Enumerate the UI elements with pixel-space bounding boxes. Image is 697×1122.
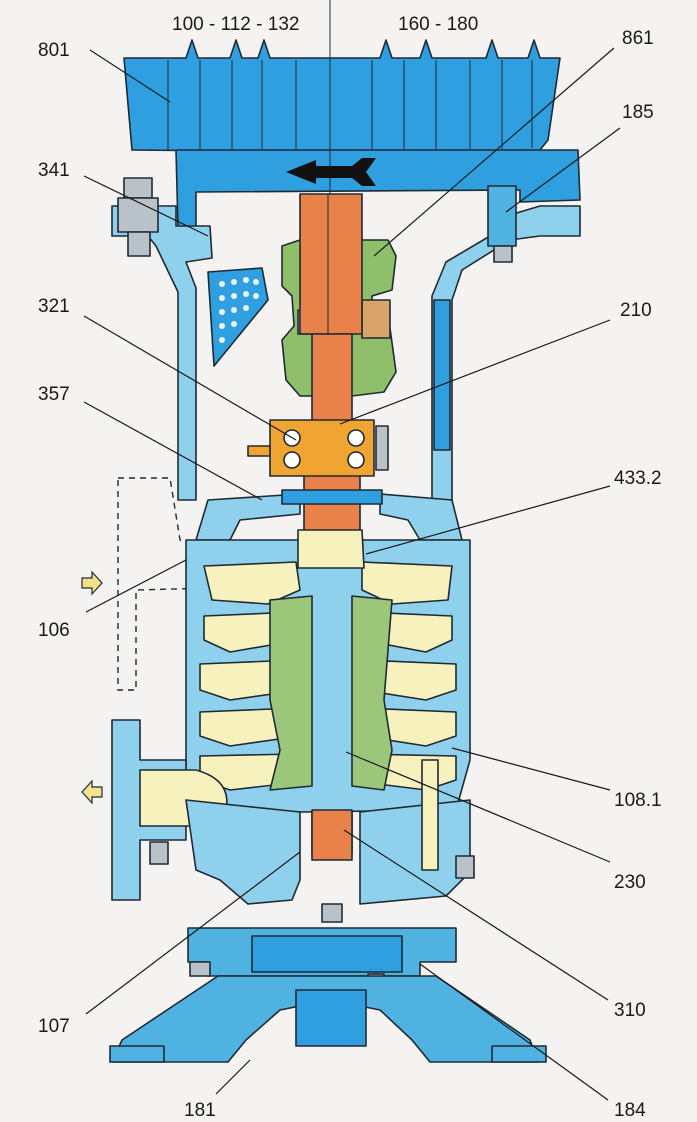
diffusers	[269, 595, 393, 791]
leader-lines	[83, 47, 621, 1101]
motor-stool	[111, 177, 581, 501]
part-310-label: 310	[614, 1000, 646, 1021]
part-230-label: 230	[614, 872, 646, 893]
bearing	[247, 419, 389, 477]
part-341-label: 341	[38, 160, 70, 181]
part-185-label: 185	[622, 102, 654, 123]
motor-sizes-left-label: 100 - 112 - 132	[172, 14, 299, 35]
coupling-guard-mesh	[207, 267, 451, 451]
pump-base	[149, 759, 475, 923]
pump-foot	[109, 975, 547, 1063]
part-357-label: 357	[38, 384, 70, 405]
part-210-label: 210	[620, 300, 652, 321]
part-108-1-label: 108.1	[614, 790, 662, 811]
motor-shaft	[299, 193, 363, 335]
part-106-label: 106	[38, 620, 70, 641]
part-433-2-label: 433.2	[614, 468, 662, 489]
pump-casing	[117, 477, 471, 817]
rotation-direction-arrow	[286, 158, 376, 186]
part-181-label: 181	[184, 1100, 216, 1121]
outlet-flow-arrow	[81, 779, 103, 805]
part-861-label: 861	[622, 28, 654, 49]
motor-sizes-right-label: 160 - 180	[398, 14, 478, 35]
part-801-label: 801	[38, 40, 70, 61]
inlet-flow-arrow	[81, 570, 103, 596]
motor-housing	[123, 39, 581, 229]
base-plate	[187, 927, 457, 991]
part-184-label: 184	[614, 1100, 646, 1121]
part-107-label: 107	[38, 1016, 70, 1037]
part-321-label: 321	[38, 296, 70, 317]
flow-arrows	[81, 570, 103, 805]
